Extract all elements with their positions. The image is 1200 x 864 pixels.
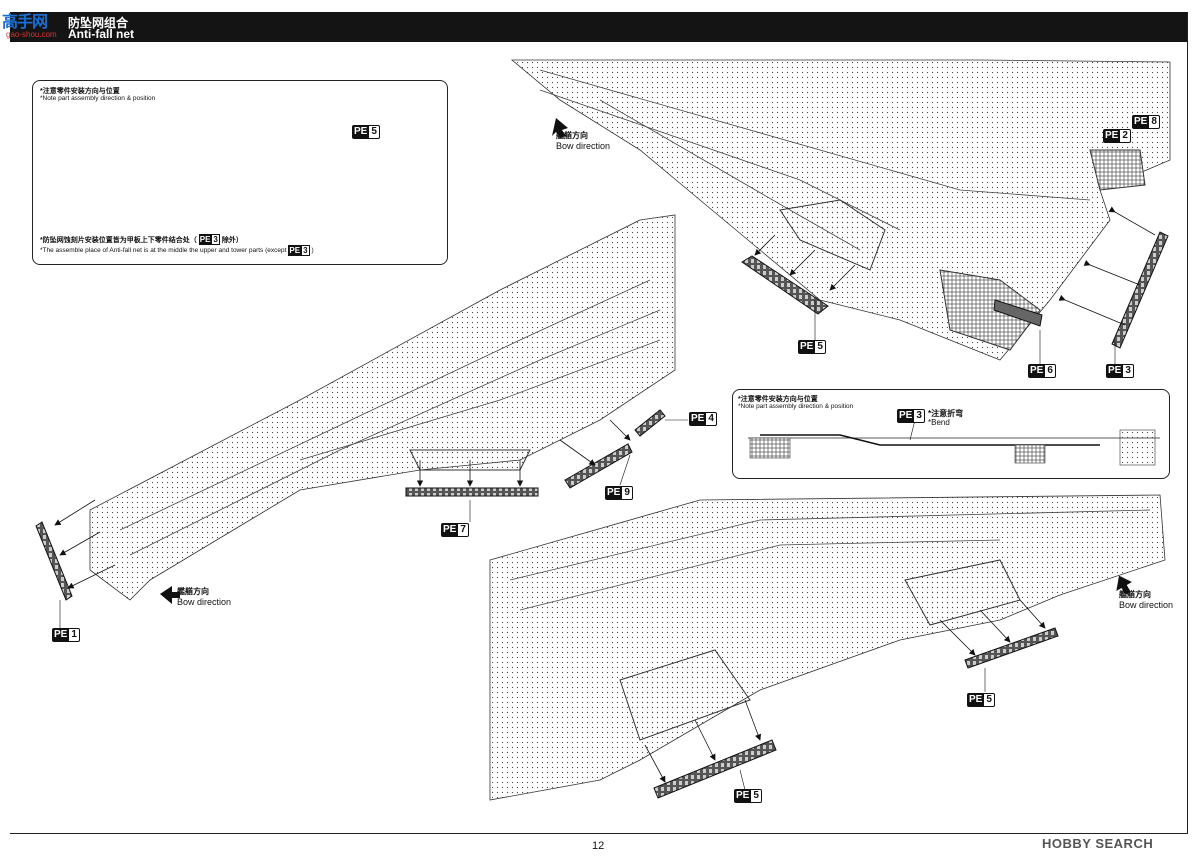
note-box-1-title-en: *Note part assembly direction & position <box>40 95 156 102</box>
pe-label-box1: PE 5 <box>352 125 380 139</box>
note-box-1-footer-en-b: ) <box>311 247 314 254</box>
pe-prefix: PE <box>198 234 212 245</box>
pe-number: 5 <box>814 340 826 354</box>
pe-prefix: PE <box>967 693 984 707</box>
pe-prefix: PE <box>1132 115 1149 129</box>
pe-prefix: PE <box>1106 364 1123 378</box>
bow-direction-cn: 艦艏方向 <box>1119 590 1151 599</box>
carrier-bottom-right <box>489 494 1166 801</box>
pe-number: 3 <box>913 409 925 423</box>
note-box-2 <box>732 389 1170 479</box>
pe-prefix: PE <box>1103 129 1120 143</box>
pe-number: 4 <box>705 412 717 426</box>
box2-side-profile <box>748 419 1160 466</box>
pe-number: 8 <box>1148 115 1160 129</box>
pe-number: 5 <box>368 125 380 139</box>
bow-direction-label-left: 艦艏方向 Bow direction <box>177 587 231 607</box>
watermark: HOBBY SEARCH <box>1042 836 1154 851</box>
pe-prefix: PE <box>734 789 751 803</box>
note-box-2-title-en: *Note part assembly direction & position <box>738 403 854 410</box>
bend-note-cn: *注意折弯 <box>928 409 964 418</box>
pe-number: 3 <box>211 234 220 245</box>
page-title-en: Anti-fall net <box>68 27 134 41</box>
pe-prefix: PE <box>689 412 706 426</box>
pe-label-box2: PE 3 <box>897 409 925 423</box>
pe-prefix: PE <box>352 125 369 139</box>
page-frame <box>10 12 1188 834</box>
carrier-middle-left <box>35 214 688 628</box>
note-box-1 <box>32 80 448 265</box>
page-number: 12 <box>592 840 605 852</box>
pe-number: 5 <box>750 789 762 803</box>
pe-number: 1 <box>68 628 80 642</box>
bow-direction-cn: 艦艏方向 <box>556 131 588 140</box>
bow-direction-cn: 艦艏方向 <box>177 587 209 596</box>
bend-note-en: *Bend <box>928 418 950 427</box>
bow-direction-en: Bow direction <box>556 141 611 151</box>
pe-number: 7 <box>457 523 469 537</box>
pe-number: 9 <box>621 486 633 500</box>
pe-number: 5 <box>983 693 995 707</box>
note-box-1-footer-cn-a: *防坠网蚀刻片安装位置皆为甲板上下零件结合处（ <box>40 236 197 244</box>
pe-prefix: PE <box>605 486 622 500</box>
bow-direction-en: Bow direction <box>177 597 232 607</box>
pe-number: 3 <box>301 245 310 256</box>
pe-prefix: PE <box>441 523 458 537</box>
site-logo: 高手网 <box>2 14 48 31</box>
site-logo-sub: gao-shou.com <box>6 30 57 39</box>
pe-number: 3 <box>1122 364 1134 378</box>
bow-direction-label-top: 艦艏方向 Bow direction <box>556 131 610 151</box>
pe-prefix: PE <box>288 245 302 256</box>
note-box-1-title-cn: *注意零件安装方向与位置 <box>40 88 120 95</box>
pe-prefix: PE <box>1028 364 1045 378</box>
note-box-1-footer-en: *The assemble place of Anti-fall net is … <box>40 245 314 256</box>
pe-number: 6 <box>1044 364 1056 378</box>
pe-number: 2 <box>1119 129 1131 143</box>
pe-prefix: PE <box>897 409 914 423</box>
note-box-1-footer-cn-b: 除外） <box>221 236 243 244</box>
pe-prefix: PE <box>52 628 69 642</box>
page-title-cn: 防坠网组合 <box>68 16 129 30</box>
carrier-top-right <box>510 59 1171 365</box>
bow-arrows <box>160 118 1132 604</box>
note-box-2-title-cn: *注意零件安装方向与位置 <box>738 396 818 403</box>
pe-prefix: PE <box>798 340 815 354</box>
note-box-1-footer-en-a: *The assemble place of Anti-fall net is … <box>40 247 287 254</box>
bow-direction-label-right: 艦艏方向 Bow direction <box>1119 590 1173 610</box>
bow-direction-en: Bow direction <box>1119 600 1174 610</box>
header-bar <box>10 12 1188 42</box>
